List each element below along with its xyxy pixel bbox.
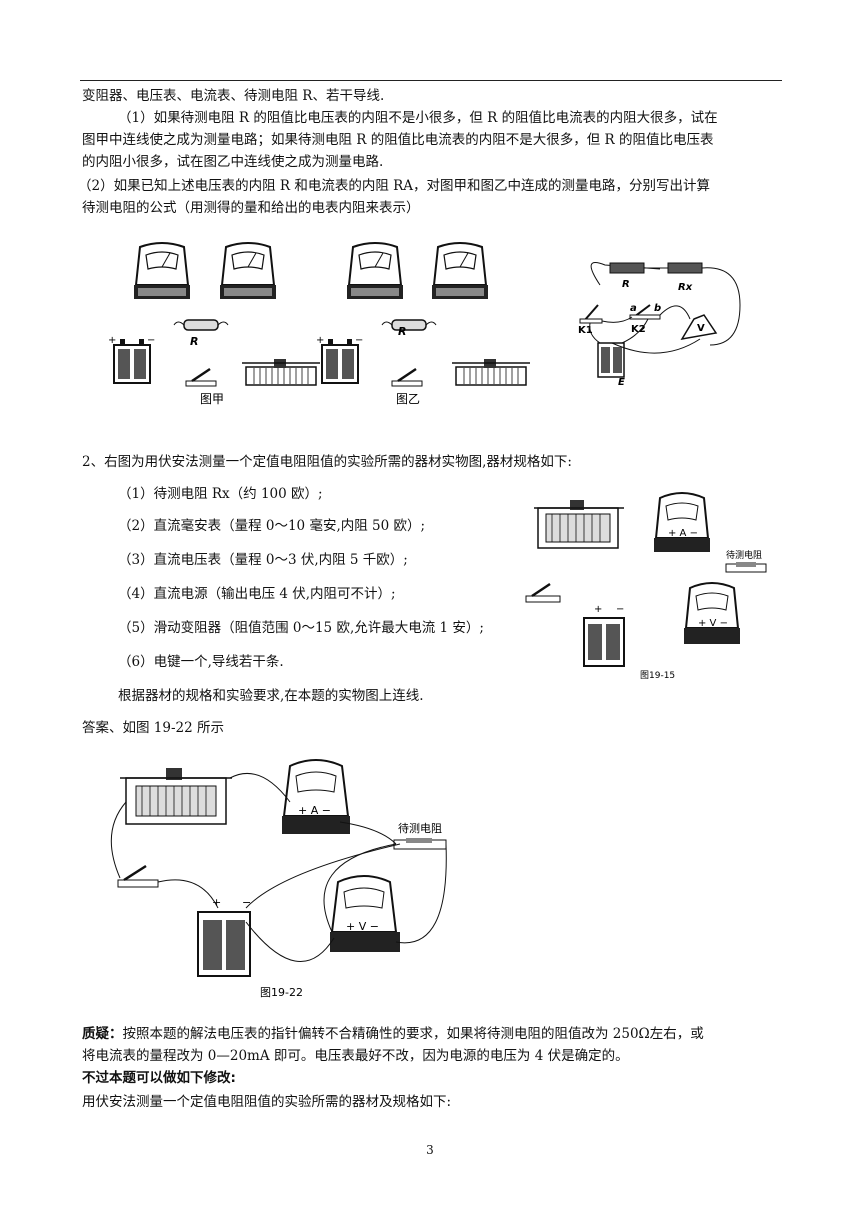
battery-apparatus: + −	[583, 604, 625, 667]
page-number: 3	[426, 1143, 434, 1157]
header-rule	[80, 80, 782, 81]
svg-text:+ V −: + V −	[346, 920, 379, 933]
figure-label-yi: 图乙	[396, 392, 420, 406]
circuit-diagram: R Rx K1 a b K2 V E	[578, 262, 741, 388]
doubt-text: 按照本题的解法电压表的指针偏转不合精确性的要求，如果将待测电阻的阻值改为 250…	[122, 1026, 704, 1042]
switch-apparatus	[525, 582, 561, 603]
switch-apparatus	[117, 864, 159, 888]
doubt-line: 质疑：按照本题的解法电压表的指针偏转不合精确性的要求，如果将待测电阻的阻值改为 …	[82, 1024, 704, 1044]
svg-text:K1: K1	[578, 325, 593, 336]
doubt-label: 质疑：	[82, 1026, 123, 1042]
svg-text:R: R	[622, 279, 630, 290]
resistor-label: 待测电阻	[726, 549, 762, 561]
svg-text:+ V −: + V −	[698, 618, 728, 629]
modify-title: 不过本题可以做如下修改:	[82, 1070, 236, 1086]
svg-text:b: b	[654, 303, 661, 314]
instruction: 根据器材的规格和实验要求,在本题的实物图上连线.	[118, 688, 424, 704]
text-line: 的内阻小很多，试在图乙中连线使之成为测量电路.	[82, 154, 384, 170]
voltmeter-apparatus: + V −	[684, 582, 740, 644]
svg-text:E: E	[618, 377, 625, 388]
question-title: 2、右图为用伏安法测量一个定值电阻阻值的实验所需的器材实物图,器材规格如下:	[82, 454, 572, 470]
svg-text:+: +	[212, 896, 221, 909]
text-line: 变阻器、电压表、电流表、待测电阻 R、若干导线.	[82, 88, 385, 104]
answer-text: 答案、如图 19-22 所示	[82, 720, 225, 736]
text-line: 待测电阻的公式（用测得的量和给出的电表内阻来表示）	[82, 200, 420, 216]
spec-item: （3）直流电压表（量程 0～3 伏,内阻 5 千欧）;	[118, 552, 408, 568]
milliammeter-apparatus: + A −	[282, 759, 350, 834]
modify-line: 用伏安法测量一个定值电阻阻值的实验所需的器材及规格如下:	[82, 1094, 452, 1110]
milliammeter-apparatus: + A −	[654, 492, 710, 552]
spec-item: （1）待测电阻 Rx（约 100 欧）;	[118, 486, 323, 502]
text-line: 图甲中连线使之成为测量电路；如果待测电阻 R 的阻值比电流表的内阻不是大很多，但…	[82, 132, 714, 148]
svg-text:−: −	[242, 896, 251, 909]
figure-19-15: + A − 待测电阻 + − + V − 图19-15	[525, 492, 767, 681]
svg-text:V: V	[697, 323, 705, 334]
figure-19-22: + A − 待测电阻 + − + V −	[110, 759, 447, 999]
svg-text:+: +	[594, 604, 602, 615]
rheostat-apparatus	[120, 768, 232, 825]
spec-item: （6）电键一个,导线若干条.	[118, 654, 284, 670]
svg-text:Rx: Rx	[678, 282, 693, 293]
resistor-label: R	[398, 325, 406, 338]
text-line: （2）如果已知上述电压表的内阻 R 和电流表的内阻 RA，对图甲和图乙中连成的测…	[78, 178, 711, 194]
resistor-label: R	[190, 335, 198, 348]
figure-apparatus-jia-yi: + −	[107, 242, 741, 406]
spec-item: （2）直流毫安表（量程 0～10 毫安,内阻 50 欧）;	[118, 518, 426, 534]
voltmeter-apparatus: + V −	[330, 875, 400, 952]
connecting-wires	[110, 773, 447, 962]
svg-text:−: −	[616, 604, 624, 615]
svg-text:+ A −: + A −	[298, 804, 331, 817]
svg-text:a: a	[630, 303, 637, 314]
spec-item: （4）直流电源（输出电压 4 伏,内阻可不计）;	[118, 586, 396, 602]
resistor-label: 待测电阻	[398, 821, 442, 835]
svg-text:+ A −: + A −	[668, 528, 698, 539]
doubt-line: 将电流表的量程改为 0—20mA 即可。电压表最好不改，因为电源的电压为 4 伏…	[82, 1048, 629, 1064]
spec-item: （5）滑动变阻器（阻值范围 0～15 欧,允许最大电流 1 安）;	[118, 620, 484, 636]
figure-label-jia: 图甲	[200, 392, 224, 406]
svg-text:K2: K2	[631, 324, 646, 335]
figure-label: 图19-22	[260, 986, 303, 999]
battery-apparatus: + −	[197, 896, 251, 977]
figure-label: 图19-15	[640, 670, 675, 681]
text-line: （1）如果待测电阻 R 的阻值比电压表的内阻不是小很多，但 R 的阻值比电流表的…	[118, 110, 718, 126]
rheostat-apparatus	[534, 500, 624, 549]
